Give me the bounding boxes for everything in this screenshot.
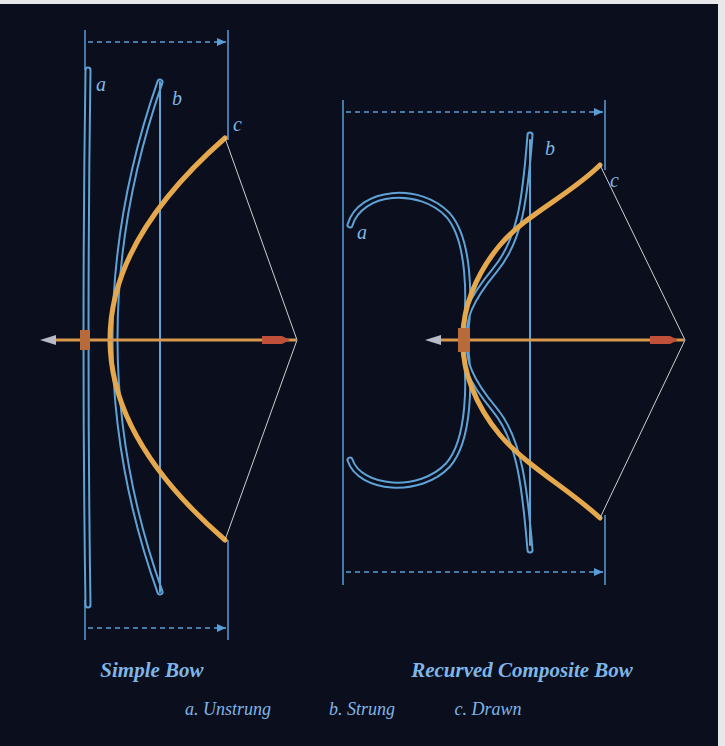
- bow-caption: Simple Bow: [100, 660, 203, 681]
- part-letter: b: [172, 88, 182, 108]
- legend-note: b. Strung: [329, 700, 395, 718]
- bow-caption: Recurved Composite Bow: [411, 660, 633, 681]
- part-letter: a: [357, 222, 367, 242]
- part-letter: c: [610, 170, 619, 190]
- part-letter: b: [545, 138, 555, 158]
- part-letter: a: [96, 74, 106, 94]
- legend-note: a. Unstrung: [185, 700, 271, 718]
- part-letter: c: [233, 114, 242, 134]
- dark-panel: [0, 4, 718, 746]
- legend-note: c. Drawn: [455, 700, 522, 718]
